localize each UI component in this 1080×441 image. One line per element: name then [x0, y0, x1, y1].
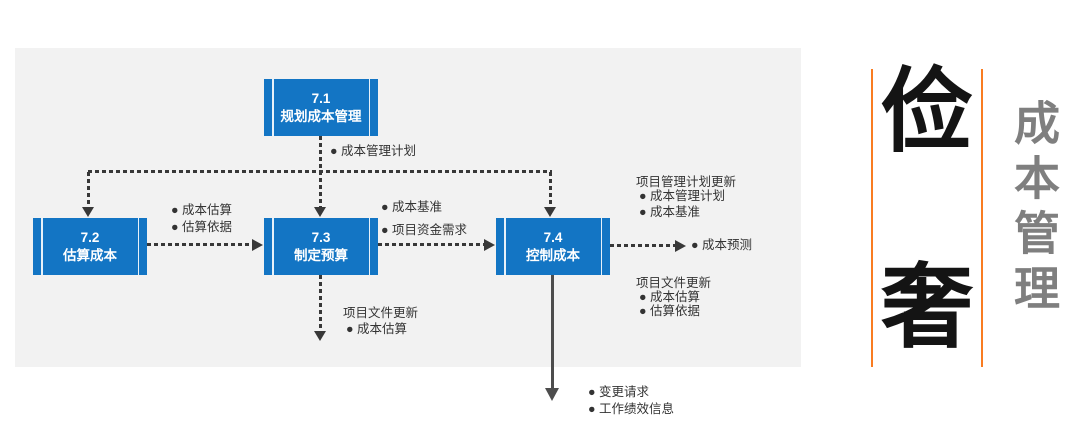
label-cost-baseline: ● 成本基准 [381, 200, 443, 214]
label-pm-plan-updates-item: ● 成本基准 [639, 205, 701, 219]
label-work-performance-info: ● 工作绩效信息 [588, 402, 675, 416]
process-box-7-3: 7.3 制定预算 [264, 218, 378, 275]
big-char-she: 奢 [880, 257, 973, 359]
label-cost-estimates: ● 成本估算 [171, 203, 233, 217]
arrowhead-control-to-forecast-icon [675, 240, 686, 252]
process-id: 7.1 [311, 90, 331, 106]
arrowhead-budget-to-control-icon [484, 239, 495, 251]
process-box-7-4: 7.4 控制成本 [496, 218, 610, 275]
arrowhead-into-estimate-icon [82, 207, 94, 217]
arrowhead-control-outputs-icon [545, 388, 559, 401]
connector-budget-to-control [378, 243, 485, 246]
label-funding-requirements: ● 项目资金需求 [381, 223, 468, 237]
connector-to-estimate [87, 172, 90, 207]
label-doc-updates-right-item: ● 估算依据 [639, 304, 701, 318]
process-id: 7.3 [311, 229, 331, 245]
connector-distribution-line [88, 170, 552, 173]
connector-estimate-to-budget [147, 243, 253, 246]
process-label: 控制成本 [526, 247, 580, 263]
process-id: 7.4 [543, 229, 563, 245]
connector-budget-doc-updates [319, 275, 322, 332]
connector-to-control [549, 172, 552, 207]
label-doc-updates-right-item: ● 成本估算 [639, 290, 701, 304]
diagram-panel [15, 48, 801, 367]
label-doc-updates-right-title: 项目文件更新 [636, 276, 712, 290]
big-char-jian: 俭 [880, 61, 973, 163]
vertical-title-cost-management: 成本管理 [1008, 99, 1060, 319]
arrowhead-into-budget-icon [314, 207, 326, 217]
arrowhead-budget-doc-updates-icon [314, 331, 326, 341]
process-label: 估算成本 [63, 247, 117, 263]
process-id: 7.2 [80, 229, 100, 245]
label-pm-plan-updates-title: 项目管理计划更新 [636, 175, 737, 189]
label-cost-forecast: ● 成本预测 [691, 238, 753, 252]
connector-control-to-forecast [610, 244, 676, 247]
label-pm-plan-updates-item: ● 成本管理计划 [639, 189, 726, 203]
label-change-requests: ● 变更请求 [588, 385, 650, 399]
label-cost-management-plan: ● 成本管理计划 [330, 144, 417, 158]
label-doc-updates-bottom-title: 项目文件更新 [343, 306, 419, 320]
accent-rule-left [871, 69, 873, 367]
process-box-7-1: 7.1 规划成本管理 [264, 79, 378, 136]
process-label: 制定预算 [294, 247, 348, 263]
label-basis-of-estimates: ● 估算依据 [171, 220, 233, 234]
process-box-7-2: 7.2 估算成本 [33, 218, 147, 275]
connector-control-outputs [551, 275, 554, 389]
arrowhead-estimate-to-budget-icon [252, 239, 263, 251]
process-label: 规划成本管理 [280, 108, 362, 124]
arrowhead-into-control-icon [544, 207, 556, 217]
accent-rule-right [981, 69, 983, 367]
label-doc-updates-bottom-item: ● 成本估算 [346, 322, 408, 336]
